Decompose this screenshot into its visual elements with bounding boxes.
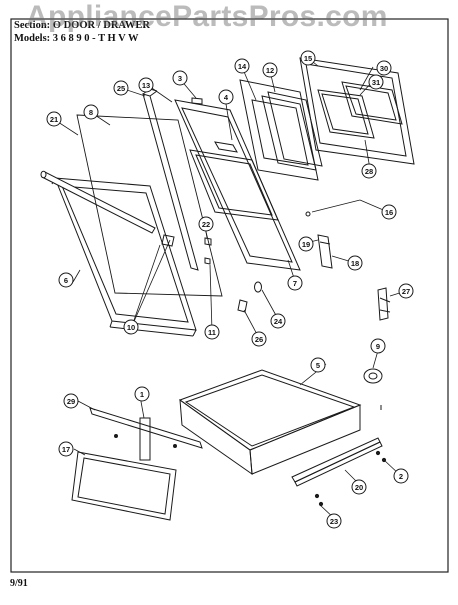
callout-number: 23	[330, 517, 338, 526]
callout-number: 12	[266, 66, 274, 75]
callout-number: 14	[238, 62, 247, 71]
diagram-frame	[10, 18, 449, 573]
door-insulation	[317, 81, 403, 139]
callout-number: 5	[316, 361, 320, 370]
revision-date: 9/91	[10, 578, 28, 589]
callout-30	[376, 60, 392, 76]
callout-19	[298, 236, 314, 252]
callout-7	[287, 275, 303, 291]
callout-number: 2	[399, 472, 403, 481]
callout-number: 7	[293, 279, 297, 288]
callout-number: 13	[142, 81, 150, 90]
callout-number: 19	[302, 240, 310, 249]
callout-27	[398, 283, 414, 299]
callout-number: 20	[355, 483, 363, 492]
callout-15	[300, 50, 316, 66]
callout-11	[204, 324, 220, 340]
callout-23	[326, 513, 342, 529]
drawer-slide	[291, 437, 383, 487]
callout-number: 30	[380, 64, 388, 73]
drawer-front-panel	[71, 451, 177, 521]
door-handle-bar	[40, 170, 156, 234]
callout-number: 28	[365, 167, 373, 176]
callout-17	[58, 441, 74, 457]
watermark-text: AppliancePartsPros.com	[26, 0, 388, 33]
leader-lines	[54, 57, 407, 521]
callout-number: 8	[89, 108, 93, 117]
callout-number: 29	[67, 397, 75, 406]
door-back-panel	[299, 57, 415, 165]
drawer-roller	[363, 368, 383, 410]
callout-number: 25	[117, 84, 125, 93]
callout-16	[381, 204, 397, 220]
window-glass-pack	[261, 91, 323, 171]
drawer-bracket	[377, 287, 391, 321]
callout-9	[370, 338, 386, 354]
callout-5	[310, 357, 326, 373]
callout-8	[83, 104, 99, 120]
callout-28	[361, 163, 377, 179]
callout-numbers: 1 2 3 4 5 6 7 8 9 10 11 12 13 14 15 16 1…	[50, 54, 410, 526]
callout-18	[347, 255, 363, 271]
models-line: Models: 3 6 8 9 0 - T H V W	[14, 33, 139, 44]
callout-number: 22	[202, 220, 210, 229]
callout-31	[368, 74, 384, 90]
callout-4	[218, 89, 234, 105]
callout-number: 31	[372, 78, 380, 87]
callout-22	[198, 216, 214, 232]
callout-number: 9	[376, 342, 380, 351]
callout-24	[270, 313, 286, 329]
callout-3	[172, 70, 188, 86]
callout-number: 3	[178, 74, 182, 83]
callout-number: 11	[208, 328, 216, 337]
callout-number: 27	[402, 287, 410, 296]
callout-2	[393, 468, 409, 484]
callout-number: 10	[127, 323, 135, 332]
door-hinge	[305, 211, 333, 269]
outer-door-frame	[51, 177, 197, 337]
callout-14	[234, 58, 250, 74]
callout-25	[113, 80, 129, 96]
callout-20	[351, 479, 367, 495]
callout-number: 15	[304, 54, 312, 63]
callout-number: 1	[140, 390, 144, 399]
inner-door-liner	[174, 99, 301, 271]
callout-number: 26	[255, 335, 263, 344]
window-frame	[239, 79, 319, 181]
callout-number: 17	[62, 445, 70, 454]
callout-6	[58, 272, 74, 288]
drawer-body	[178, 369, 362, 476]
callout-1	[134, 386, 150, 402]
callout-12	[262, 62, 278, 78]
door-inner-panel	[142, 88, 199, 271]
callout-circles	[46, 50, 414, 529]
callout-29	[63, 393, 79, 409]
callout-10	[123, 319, 139, 335]
callout-21	[46, 111, 62, 127]
callout-number: 4	[224, 93, 229, 102]
door-glass-panel	[76, 114, 223, 297]
callout-26	[251, 331, 267, 347]
callout-number: 18	[351, 259, 359, 268]
drawer-handle	[89, 407, 203, 461]
callout-number: 21	[50, 115, 58, 124]
callout-number: 16	[385, 208, 393, 217]
callout-number: 24	[274, 317, 283, 326]
callout-number: 6	[64, 276, 68, 285]
section-title: Section: O DOOR / DRAWER	[14, 20, 150, 31]
callout-13	[138, 77, 154, 93]
